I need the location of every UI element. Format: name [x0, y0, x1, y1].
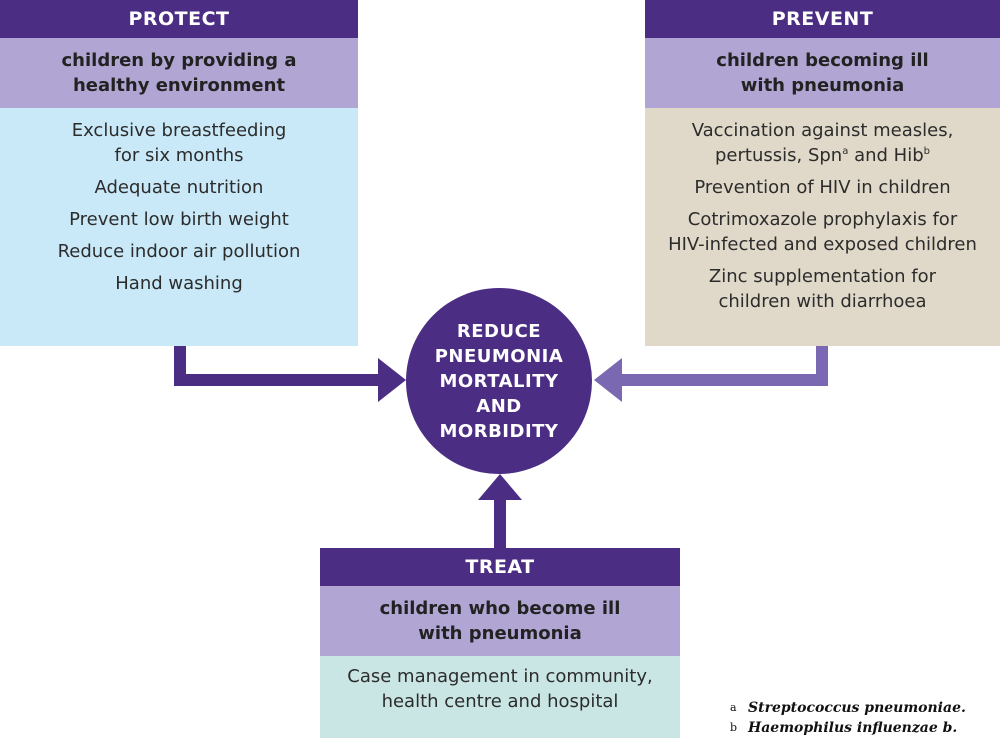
protect-item-line: Hand washing	[115, 273, 243, 294]
protect-item-line: Exclusive breastfeeding	[71, 120, 287, 141]
footnote: a Streptococcus pneumoniae.	[730, 698, 966, 718]
prevent-body: Vaccination against measles, pertussis, …	[645, 108, 1000, 346]
protect-subtitle-line: children by providing a	[61, 50, 297, 71]
protect-arrow	[174, 343, 378, 386]
prevent-arrow	[622, 343, 828, 386]
prevent-item-line: children with diarrhoea	[718, 291, 927, 312]
treat-header: TREAT	[320, 548, 680, 586]
footnote-a-marker: a	[842, 146, 849, 157]
prevent-subtitle: children becoming ill with pneumonia	[645, 38, 1000, 108]
treat-item: Case management in community, health cen…	[320, 664, 680, 714]
goal-line: PNEUMONIA	[434, 345, 564, 367]
goal-circle: REDUCE PNEUMONIA MORTALITY AND MORBIDITY	[406, 288, 592, 474]
goal-line: MORBIDITY	[439, 420, 559, 442]
protect-subtitle-line: healthy environment	[72, 75, 286, 96]
treat-subtitle-line: with pneumonia	[418, 623, 582, 644]
prevent-item: Cotrimoxazole prophylaxis for HIV-infect…	[645, 207, 1000, 257]
treat-body: Case management in community, health cen…	[320, 656, 680, 738]
footnote-mark: a	[730, 701, 737, 714]
prevent-item-line: Prevention of HIV in children	[694, 177, 951, 198]
protect-body: Exclusive breastfeeding for six months A…	[0, 108, 358, 346]
vaccination-text-a: pertussis, Spn	[715, 145, 843, 166]
protect-item: Hand washing	[0, 271, 358, 296]
prevent-item-line: HIV-infected and exposed children	[668, 234, 977, 255]
treat-arrowhead	[478, 474, 522, 500]
protect-item: Prevent low birth weight	[0, 207, 358, 232]
protect-item-line: Reduce indoor air pollution	[57, 241, 301, 262]
treat-subtitle-line: children who become ill	[379, 598, 621, 619]
footnote-mark: b	[730, 721, 738, 734]
footnotes: a Streptococcus pneumoniae. b Haemophilus …	[730, 698, 966, 738]
protect-item: Adequate nutrition	[0, 175, 358, 200]
footnote-text: Streptococcus pneumoniae.	[748, 700, 966, 716]
goal-line: AND	[476, 395, 522, 417]
protect-item-line: for six months	[114, 145, 244, 166]
footnote-text: Haemophilus influenzae b.	[748, 720, 958, 736]
vaccination-text-b: and Hib	[848, 145, 924, 166]
prevent-subtitle-line: children becoming ill	[716, 50, 929, 71]
goal-line: REDUCE	[456, 320, 542, 342]
footnote: b Haemophilus influenzae b.	[730, 718, 966, 738]
prevent-header: PREVENT	[645, 0, 1000, 38]
prevent-item-vaccination: Vaccination against measles, pertussis, …	[645, 118, 1000, 168]
protect-item-line: Prevent low birth weight	[69, 209, 289, 230]
prevent-panel: PREVENT children becoming ill with pneum…	[645, 0, 1000, 346]
treat-item-line: Case management in community,	[347, 666, 653, 687]
prevent-arrowhead	[594, 358, 622, 402]
protect-panel: PROTECT children by providing a healthy …	[0, 0, 358, 346]
goal-line: MORTALITY	[439, 370, 559, 392]
treat-subtitle: children who become ill with pneumonia	[320, 586, 680, 656]
prevent-subtitle-line: with pneumonia	[740, 75, 905, 96]
prevent-item: Zinc supplementation for children with d…	[645, 264, 1000, 314]
treat-panel: TREAT children who become ill with pneum…	[320, 548, 680, 738]
protect-arrowhead	[378, 358, 406, 402]
prevent-item-line: pertussis, Spna and Hibb	[645, 143, 1000, 168]
footnote-b-marker: b	[923, 146, 930, 157]
protect-subtitle: children by providing a healthy environm…	[0, 38, 358, 108]
prevent-item: Prevention of HIV in children	[645, 175, 1000, 200]
prevent-item-line: Vaccination against measles,	[691, 120, 954, 141]
prevent-item-line: Zinc supplementation for	[708, 266, 937, 287]
prevent-item-line: Cotrimoxazole prophylaxis for	[687, 209, 958, 230]
protect-item-line: Adequate nutrition	[94, 177, 264, 198]
protect-header: PROTECT	[0, 0, 358, 38]
protect-item: Exclusive breastfeeding for six months	[0, 118, 358, 168]
protect-item: Reduce indoor air pollution	[0, 239, 358, 264]
treat-item-line: health centre and hospital	[381, 691, 619, 712]
